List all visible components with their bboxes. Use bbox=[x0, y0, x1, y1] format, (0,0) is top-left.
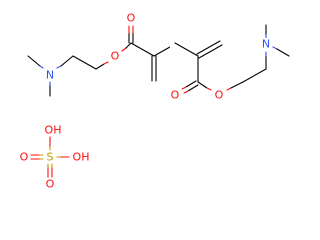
nitrogen-label-1: N bbox=[46, 69, 54, 82]
hydroxyl-right-label: OH bbox=[73, 151, 90, 164]
bond-ch2-o-1-o bbox=[103, 61, 109, 65]
nitrogen-label-2: N bbox=[262, 38, 270, 51]
bond-o-ch2-2-o bbox=[226, 87, 232, 91]
bond-n1-ch2 bbox=[60, 55, 74, 67]
bond-n-methyl-right-2-n bbox=[272, 46, 278, 50]
chemical-structure-canvas: N O O bbox=[20, 12, 290, 191]
bond-methyl-alpha-2 bbox=[174, 42, 199, 57]
hydroxyl-top-label: OH bbox=[45, 124, 62, 137]
bond-c-eq-o-2b bbox=[187, 84, 199, 92]
ester-oxygen-label-2: O bbox=[215, 89, 224, 102]
oxygen-bottom-label: O bbox=[46, 178, 55, 191]
bond-c-eq-o-2a-o bbox=[181, 86, 187, 90]
bond-o-ch2-2 bbox=[230, 81, 244, 89]
bond-ch2-o-1 bbox=[95, 63, 105, 70]
bond-c-alpha-1 bbox=[130, 42, 155, 57]
ester-oxygen-label-1: O bbox=[111, 50, 120, 63]
oxygen-left-label: O bbox=[20, 151, 29, 164]
bond-carbonyl-o-2-o bbox=[206, 87, 212, 91]
molecule-1: N O O bbox=[27, 12, 178, 97]
molecule-2-skeleton: O O N bbox=[169, 24, 290, 102]
carbonyl-oxygen-label-2: O bbox=[171, 89, 180, 102]
bond-n1-ch2-n bbox=[56, 65, 62, 69]
bond-n1-methyl-left bbox=[27, 55, 41, 67]
bond-ch2-ch2-1 bbox=[72, 55, 97, 70]
bond-ch2-ch2-2 bbox=[242, 68, 267, 83]
carbonyl-oxygen-label-1: O bbox=[127, 12, 136, 25]
sulfur-label: S bbox=[47, 151, 54, 164]
bond-carbonyl-o-2 bbox=[197, 81, 208, 89]
bond-c-eq-o-2b-o bbox=[183, 90, 189, 94]
bond-n1-methyl-left-n bbox=[39, 65, 44, 69]
bond-n-methyl-right-2 bbox=[276, 48, 290, 57]
bond-o-carbonyl-1 bbox=[125, 42, 132, 49]
bond-alpha-eq-ch2-2b bbox=[198, 44, 223, 59]
sulfuric-acid: S OH OH O O bbox=[20, 124, 90, 191]
bond-alpha-eq-ch2-2a bbox=[196, 40, 221, 55]
bond-c-eq-o-2a bbox=[185, 80, 197, 88]
bond-o-carbonyl-1-o bbox=[121, 47, 127, 52]
